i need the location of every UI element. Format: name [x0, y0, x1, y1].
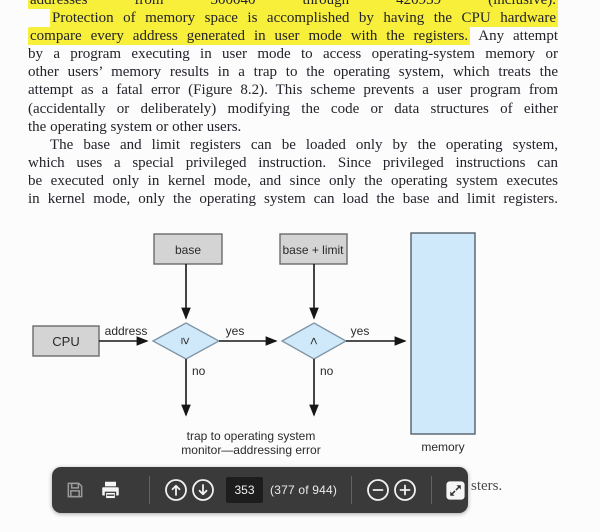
- page-down-icon: [192, 479, 214, 501]
- page-down-button[interactable]: [191, 478, 215, 502]
- cpu-box: [32, 325, 100, 357]
- text-line: Protection of memory space is accomplish…: [28, 9, 558, 28]
- text-line: The base and limit registers can be load…: [28, 136, 558, 154]
- body-text: The base and limit registers can be load…: [50, 136, 558, 153]
- page-up-icon: [165, 479, 187, 501]
- base-label: base: [175, 243, 201, 257]
- trap-label-line2: monitor—addressing error: [181, 443, 320, 457]
- body-text: (accidentally or deliberately) modifying…: [28, 100, 558, 117]
- body-text: be executed only in kernel mode, and sin…: [28, 172, 558, 189]
- highlighted-text: Protection of memory space is accomplish…: [50, 9, 558, 28]
- text-line: by a program executing in user mode to a…: [28, 45, 558, 63]
- body-text: Any attempt: [470, 28, 558, 45]
- print-button[interactable]: [99, 479, 122, 501]
- memory-box: [410, 232, 476, 435]
- fullscreen-button[interactable]: [444, 479, 467, 502]
- pdf-toolbar: 353 (377 of 944): [52, 467, 468, 513]
- text-block: addresses from 300040 through 420939 (in…: [28, 0, 558, 208]
- yes-label-1: yes: [226, 324, 245, 338]
- text-line: compare every address generated in user …: [28, 27, 558, 46]
- page-number-input[interactable]: 353: [226, 477, 263, 503]
- text-line: addresses from 300040 through 420939 (in…: [28, 0, 558, 10]
- text-line: attempt as a fatal error (Figure 8.2). T…: [28, 81, 558, 99]
- text-line: which uses a special privileged instruct…: [28, 154, 558, 172]
- cpu-label: CPU: [52, 334, 79, 349]
- page-count-label: (377 of 944): [270, 483, 338, 497]
- no-label-2: no: [320, 364, 334, 378]
- figure-8-2-diagram: CPU base base + limit memory address yes…: [32, 232, 476, 457]
- memory-label: memory: [421, 440, 464, 454]
- text-line: the operating system or other users.: [28, 118, 558, 136]
- text-line: in kernel mode, only the operating syste…: [28, 190, 558, 208]
- no-label-1: no: [192, 364, 206, 378]
- toolbar-divider: [351, 476, 353, 504]
- lt-operator: <: [307, 337, 322, 345]
- zoom-in-button[interactable]: [393, 478, 417, 502]
- text-line: (accidentally or deliberately) modifying…: [28, 100, 558, 118]
- base-plus-limit-label: base + limit: [282, 243, 344, 257]
- zoom-in-icon: [394, 479, 417, 501]
- caption-fragment: sters.: [471, 478, 503, 494]
- address-label: address: [105, 324, 148, 338]
- zoom-out-button[interactable]: [366, 478, 390, 502]
- body-text: other users’ memory results in a trap to…: [28, 64, 558, 81]
- save-button[interactable]: [65, 480, 85, 500]
- ge-operator: ≥: [179, 337, 194, 344]
- highlighted-text: addresses from 300040 through 420939 (in…: [28, 0, 558, 10]
- body-text: the operating system or other users.: [28, 118, 242, 135]
- print-icon: [102, 481, 119, 500]
- body-text: in kernel mode, only the operating syste…: [28, 191, 558, 208]
- toolbar-divider: [431, 476, 433, 504]
- trap-label-line1: trap to operating system: [187, 429, 316, 443]
- text-line: other users’ memory results in a trap to…: [28, 63, 558, 81]
- fullscreen-icon: [446, 480, 465, 500]
- save-icon: [67, 482, 83, 498]
- base-box: [153, 233, 223, 265]
- body-text: which uses a special privileged instruct…: [28, 154, 558, 171]
- body-text: attempt as a fatal error (Figure 8.2). T…: [28, 82, 558, 99]
- zoom-out-icon: [367, 479, 390, 501]
- toolbar-divider: [149, 476, 150, 504]
- text-line: be executed only in kernel mode, and sin…: [28, 172, 558, 190]
- yes-label-2: yes: [351, 324, 370, 338]
- body-text: by a program executing in user mode to a…: [28, 46, 558, 63]
- page-up-button[interactable]: [164, 478, 188, 502]
- highlighted-text: compare every address generated in user …: [28, 27, 471, 46]
